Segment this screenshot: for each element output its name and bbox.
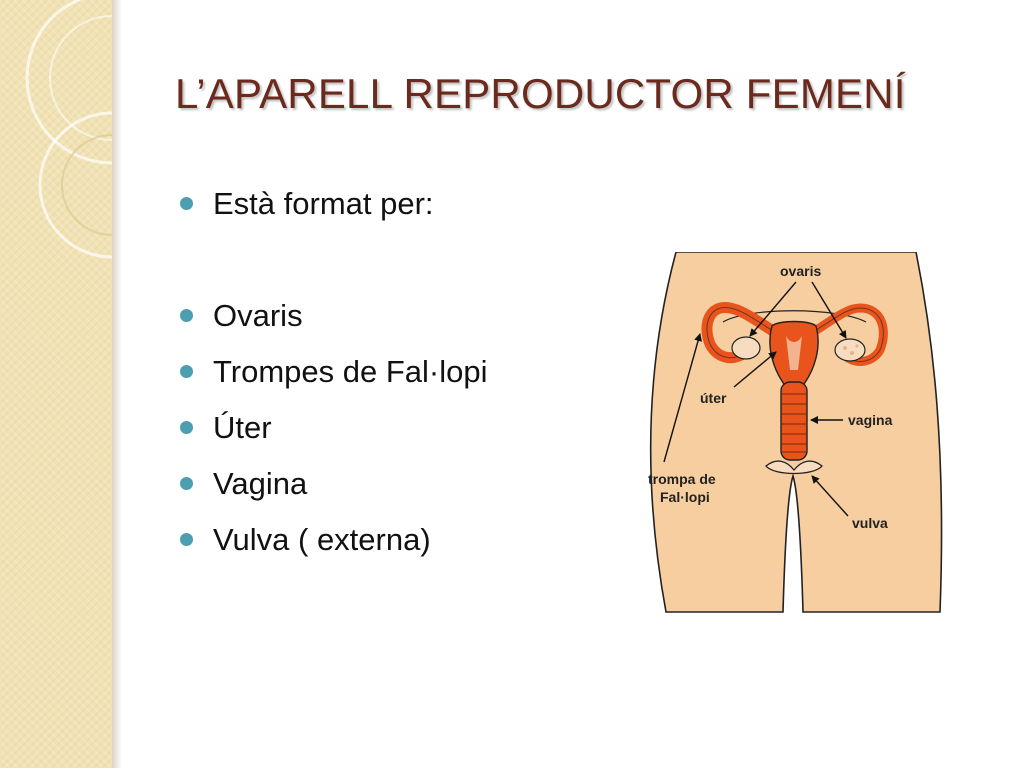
bullet-dot-icon [180, 197, 193, 210]
label-vagina: vagina [848, 412, 893, 428]
bullet-text: Úter [213, 410, 272, 445]
reproductive-system-illustration: ovaris úter vagina trompa de Fal·lopi vu… [648, 252, 943, 613]
bullet-item: Està format per: [180, 180, 488, 236]
left-ovary [731, 336, 761, 360]
bullet-list: Està format per: Ovaris Trompes de Fal·l… [180, 180, 488, 572]
side-panel-shadow [112, 0, 122, 768]
bullet-text: Vagina [213, 466, 308, 501]
bullet-text: Està format per: [213, 186, 434, 221]
bullet-text: Ovaris [213, 298, 303, 333]
label-arrows [663, 281, 849, 517]
slide-title: L’APARELL REPRODUCTOR FEMENÍ [175, 70, 906, 117]
bullet-dot-icon [180, 421, 193, 434]
label-uter: úter [700, 390, 727, 406]
decorative-circles [25, 0, 112, 259]
bullet-item: Úter [180, 404, 488, 460]
bullet-item: Trompes de Fal·lopi [180, 348, 488, 404]
vulva [765, 460, 823, 475]
bullet-dot-icon [180, 533, 193, 546]
vagina [780, 381, 808, 461]
decorative-side-panel [0, 0, 112, 768]
label-trompa-line2: Fal·lopi [660, 489, 710, 505]
bullet-text: Vulva ( externa) [213, 522, 431, 557]
bullet-dot-icon [180, 309, 193, 322]
label-trompa-line1: trompa de [648, 471, 716, 487]
right-ovary [834, 338, 866, 362]
bullet-dot-icon [180, 365, 193, 378]
bullet-text: Trompes de Fal·lopi [213, 354, 488, 389]
bullet-item: Vulva ( externa) [180, 516, 488, 572]
label-vulva: vulva [852, 515, 888, 531]
hip-bone-outline [722, 310, 867, 323]
label-ovaris: ovaris [780, 263, 821, 279]
bullet-item: Vagina [180, 460, 488, 516]
bullet-dot-icon [180, 477, 193, 490]
bullet-item: Ovaris [180, 292, 488, 348]
